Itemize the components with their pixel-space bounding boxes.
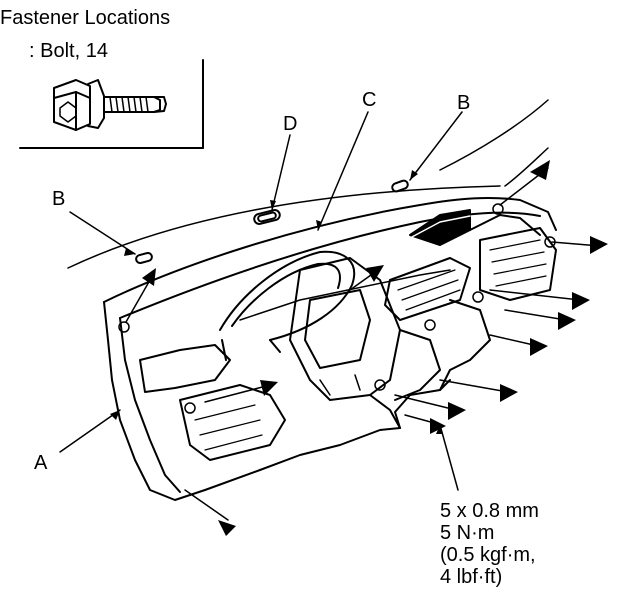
- callout-label-b-left: B: [52, 188, 66, 210]
- diagram-title: Fastener Locations: [0, 7, 171, 29]
- bolt-icon: [53, 79, 167, 131]
- torque-nm: 5 N·m: [440, 522, 495, 544]
- callout-label-d: D: [283, 113, 298, 135]
- bolt-spec-label: : Bolt, 14: [29, 40, 108, 62]
- torque-lbfft: 4 lbf·ft): [440, 566, 503, 588]
- callout-label-c: C: [362, 89, 377, 111]
- bolt-legend-frame: [19, 59, 204, 149]
- fastener-arrows: [125, 160, 608, 536]
- callout-label-a: A: [34, 452, 48, 474]
- callout-label-b-right: B: [457, 92, 471, 114]
- callout-leaders: [59, 111, 463, 491]
- torque-thread: 5 x 0.8 mm: [440, 500, 539, 522]
- leader-arrowheads: [110, 170, 443, 434]
- fastener-slots: [135, 179, 409, 265]
- dashboard-body: [103, 196, 557, 501]
- torque-kgfm: (0.5 kgf·m,: [440, 544, 536, 566]
- windshield-lines: [67, 99, 549, 269]
- torque-spec: 5 x 0.8 mm 5 N·m (0.5 kgf·m, 4 lbf·ft): [440, 500, 539, 588]
- bolt-markers: [118, 203, 556, 414]
